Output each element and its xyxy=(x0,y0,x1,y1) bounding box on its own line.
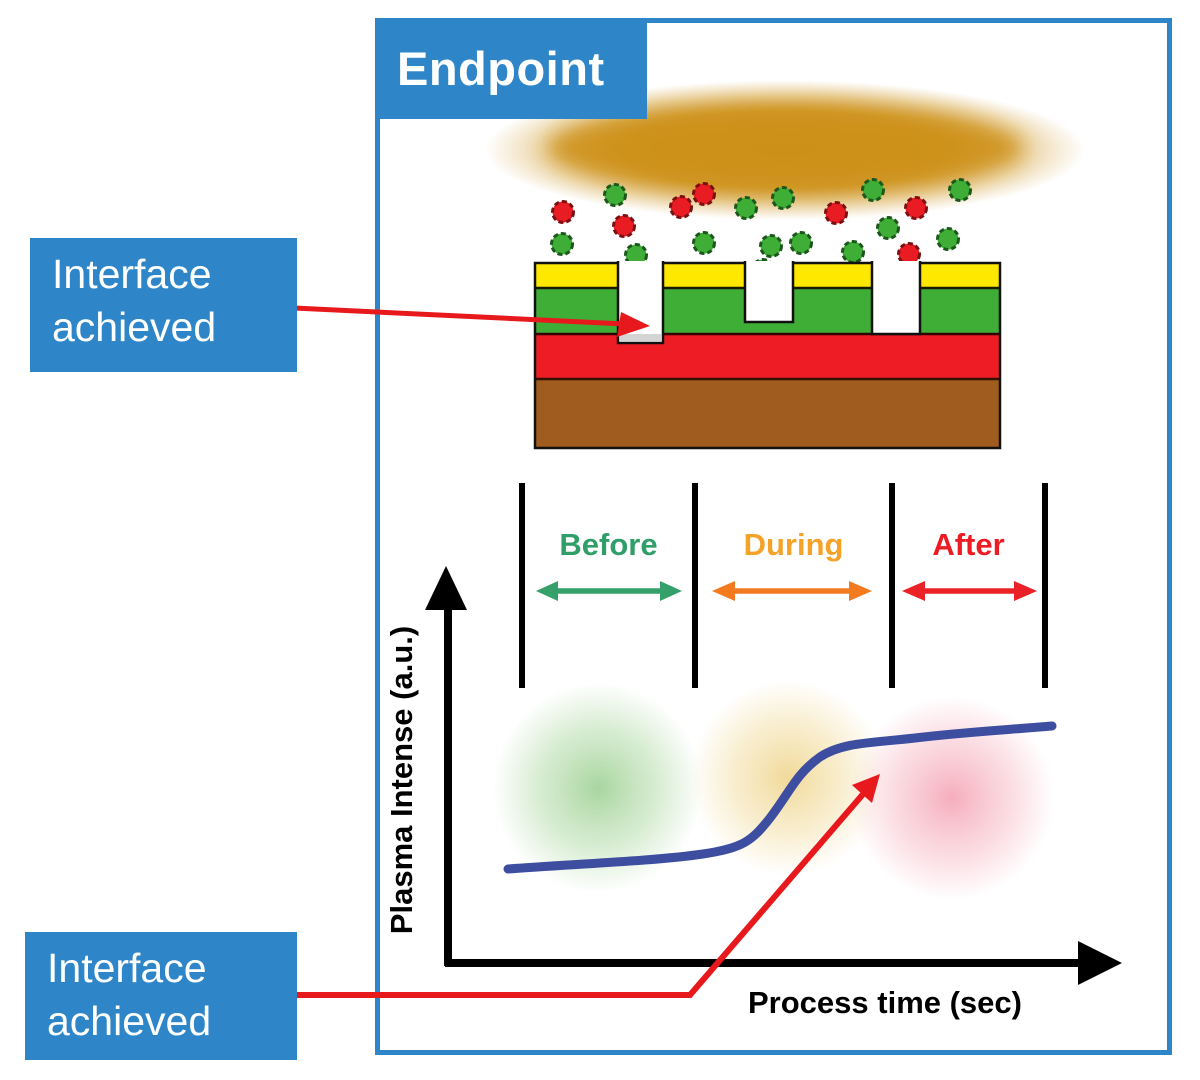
endpoint-header: Endpoint xyxy=(375,18,647,119)
green-emission-blob xyxy=(493,683,703,893)
red-particle-dot xyxy=(551,200,575,224)
endpoint-title: Endpoint xyxy=(397,42,605,95)
interface-achieved-label-top: Interface achieved xyxy=(30,238,297,372)
green-particle-dot xyxy=(789,231,813,255)
callout-line: Interface xyxy=(52,251,212,297)
red-particle-dot xyxy=(612,214,636,238)
interface-callout-arrow-bottom xyxy=(290,774,880,998)
interface-callout-arrow-top xyxy=(293,305,650,337)
red-particle-dot xyxy=(692,182,716,206)
green-particle-dot xyxy=(876,216,900,240)
y-axis-arrowhead xyxy=(425,566,467,610)
trench-at-interface xyxy=(870,261,922,336)
red-particle-dot xyxy=(824,201,848,225)
callout-line: achieved xyxy=(52,304,217,351)
green-particle-dot xyxy=(734,196,758,220)
during-span-arrow xyxy=(712,581,872,601)
red-particle-dot xyxy=(904,196,928,220)
y-axis-label: Plasma Intense (a.u.) xyxy=(384,625,419,935)
green-particle-dot xyxy=(692,231,716,255)
pink-emission-blob xyxy=(850,696,1054,900)
wafer-cross-section xyxy=(533,261,1002,450)
green-particle-dot xyxy=(771,186,795,210)
green-particle-dot xyxy=(936,227,960,251)
endpoint-panel-border xyxy=(375,18,1172,1055)
wafer-stop-layer xyxy=(535,334,1000,379)
green-particle-dot xyxy=(948,178,972,202)
chart-axes xyxy=(425,566,1122,985)
green-particle-dot xyxy=(841,240,865,264)
callout-line: Interface xyxy=(47,945,207,991)
phase-label-before: Before xyxy=(559,527,658,562)
callout-line: achieved xyxy=(47,998,212,1045)
phase-divider-lines xyxy=(519,483,1048,688)
phase-label-after: After xyxy=(932,527,1005,562)
plasma-particles-layer xyxy=(550,178,972,294)
green-particle-dot xyxy=(759,234,783,258)
x-axis-arrowhead xyxy=(1078,941,1122,985)
interface-achieved-label-bottom: Interface achieved xyxy=(25,932,297,1060)
green-particle-dot xyxy=(550,232,574,256)
after-span-arrow xyxy=(902,581,1037,601)
green-particle-dot xyxy=(603,183,627,207)
phase-label-during: During xyxy=(743,527,844,562)
red-particle-dot xyxy=(669,195,693,219)
x-axis-label: Process time (sec) xyxy=(748,985,1022,1020)
green-particle-dot xyxy=(861,178,885,202)
wafer-substrate-layer xyxy=(535,379,1000,448)
before-span-arrow xyxy=(536,581,682,601)
plasma-intensity-curve xyxy=(503,721,1057,874)
trench-partially-etched xyxy=(743,261,795,324)
